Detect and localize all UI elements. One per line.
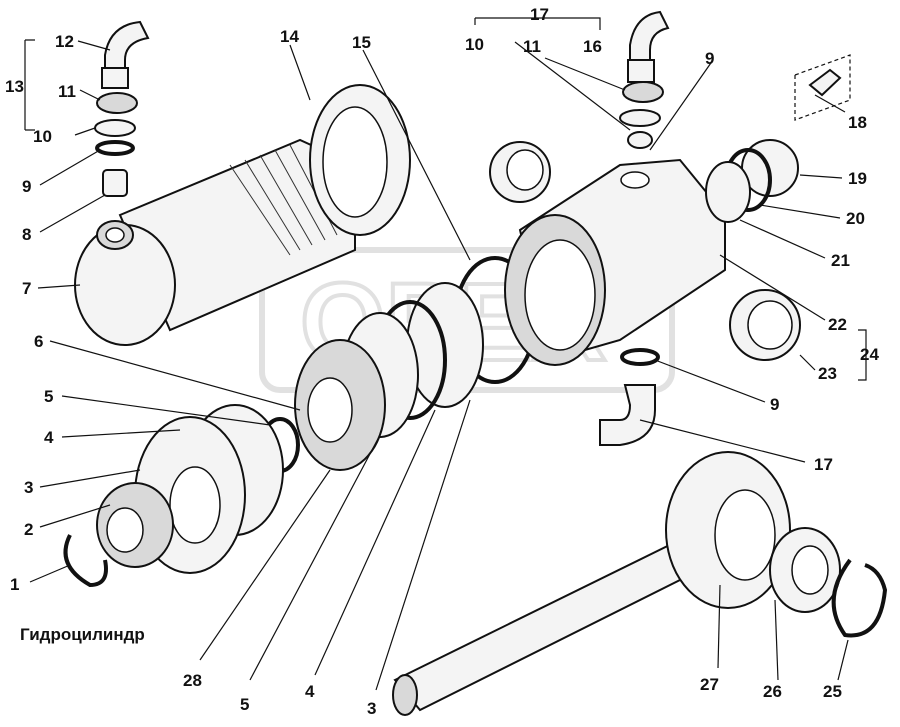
label-17-top: 17	[530, 5, 549, 24]
washer-left	[94, 119, 136, 137]
label-11-right: 11	[523, 37, 541, 56]
label-4: 4	[44, 428, 54, 447]
label-9-left: 9	[22, 177, 31, 196]
washer-right	[619, 109, 661, 127]
seal-21	[705, 161, 751, 223]
label-8: 8	[22, 225, 31, 244]
label-3-bottom: 3	[367, 699, 376, 718]
bushing-top	[489, 141, 551, 203]
adapter-left	[102, 169, 128, 197]
elbow-fitting-left	[101, 20, 150, 89]
label-22: 22	[828, 315, 847, 334]
label-7: 7	[22, 279, 31, 298]
label-16: 16	[583, 37, 602, 56]
label-15: 15	[352, 33, 371, 52]
label-27: 27	[700, 675, 719, 694]
circlip-left	[63, 534, 108, 588]
label-24: 24	[860, 345, 879, 364]
label-6: 6	[34, 332, 43, 351]
label-9-right-top: 9	[705, 49, 714, 68]
label-9-right: 9	[770, 395, 779, 414]
label-21: 21	[831, 251, 850, 270]
o-ring-left	[95, 140, 135, 156]
nut-right	[622, 81, 664, 103]
label-17-lower: 17	[814, 455, 833, 474]
label-19: 19	[848, 169, 867, 188]
label-10-right: 10	[465, 35, 484, 54]
label-10-left: 10	[33, 127, 52, 146]
label-3: 3	[24, 478, 33, 497]
label-14: 14	[280, 27, 299, 46]
cylinder-head	[504, 158, 726, 366]
label-18: 18	[848, 113, 867, 132]
bushing-right	[729, 289, 801, 361]
locking-nut	[96, 482, 174, 568]
circlip-right	[831, 558, 888, 638]
label-4-bottom: 4	[305, 682, 315, 701]
label-12: 12	[55, 32, 74, 51]
label-25: 25	[823, 682, 842, 701]
spherical-bearing	[769, 527, 841, 613]
piston-rod	[392, 451, 791, 716]
elbow-fitting-lower	[599, 348, 660, 446]
label-20: 20	[846, 209, 865, 228]
elbow-fitting-right	[627, 10, 670, 83]
label-1: 1	[10, 575, 19, 594]
label-28: 28	[183, 671, 202, 690]
leader-lines	[24, 17, 867, 691]
label-5: 5	[44, 387, 53, 406]
diagram-caption: Гидроцилиндр	[20, 625, 145, 644]
label-5-bottom: 5	[240, 695, 249, 714]
label-2: 2	[24, 520, 33, 539]
nut-left	[96, 92, 138, 114]
label-26: 26	[763, 682, 782, 701]
barrel-ring-nut	[309, 84, 411, 236]
plug-fitting	[794, 54, 851, 121]
piston-group	[294, 282, 484, 471]
label-11-left: 11	[58, 82, 76, 101]
adapter-right	[627, 131, 653, 149]
label-13: 13	[5, 77, 24, 96]
cylinder-barrel	[74, 138, 356, 346]
label-23: 23	[818, 364, 837, 383]
end-flange-bore	[169, 466, 221, 544]
